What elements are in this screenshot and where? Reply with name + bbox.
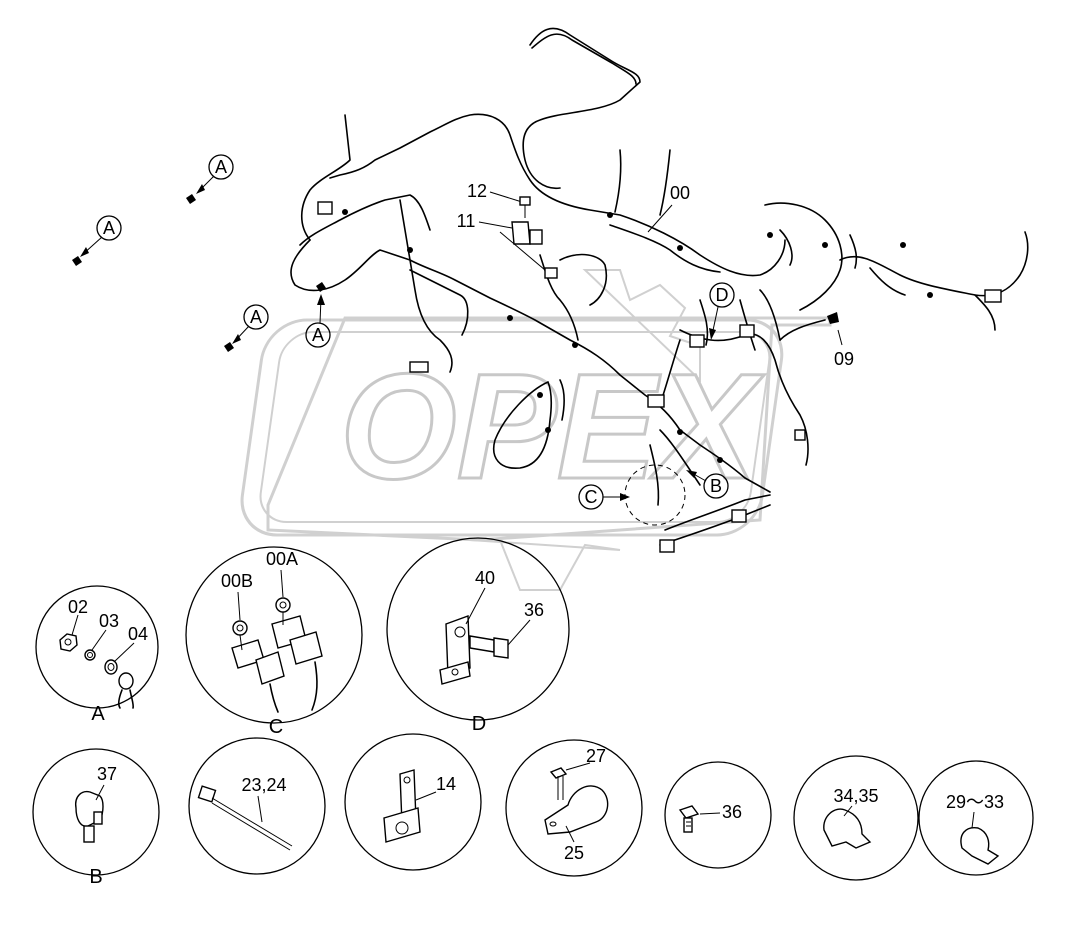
callout-a4-label: A <box>312 325 324 345</box>
watermark-text: OPEX <box>340 342 765 510</box>
part-label-11: 11 <box>457 211 546 271</box>
detail-a-label-04: 04 <box>128 624 148 644</box>
wiring-harness <box>290 27 1029 546</box>
callout-c: C <box>578 464 686 526</box>
callout-c-label: C <box>585 487 598 507</box>
detail-tie-label: 23,24 <box>241 775 286 795</box>
callout-a1: A <box>196 154 234 194</box>
callout-a3: A <box>232 304 269 344</box>
detail-a: 02 03 04 A <box>35 585 159 725</box>
svg-text:12: 12 <box>467 181 487 201</box>
callout-a1-label: A <box>215 157 227 177</box>
detail-a-label-03: 03 <box>99 611 119 631</box>
harness-connectors <box>317 201 1002 553</box>
loose-nuts <box>72 194 326 352</box>
detail-b-label-37: 37 <box>97 764 117 784</box>
detail-clamp3-label: 29～33 <box>946 792 1004 812</box>
callout-a4: A <box>305 294 331 348</box>
callout-b-label: B <box>710 476 722 496</box>
detail-a-caption: A <box>91 703 105 725</box>
detail-c: 00B 00A C <box>185 546 363 738</box>
callout-a2: A <box>80 215 122 257</box>
callout-a3-label: A <box>250 307 262 327</box>
detail-bracket-label: 14 <box>436 774 456 794</box>
detail-clamp2-label: 34,35 <box>833 786 878 806</box>
detail-d: 40 36 D <box>386 537 570 735</box>
detail-c-caption: C <box>269 716 283 738</box>
detail-c-label-00b: 00B <box>221 571 253 591</box>
callout-b: B <box>686 470 729 499</box>
detail-d-label-36: 36 <box>524 600 544 620</box>
detail-c-label-00a: 00A <box>266 549 298 569</box>
detail-bolt: 36 <box>664 761 772 869</box>
detail-bracket: 14 <box>344 733 482 871</box>
detail-d-label-40: 40 <box>475 568 495 588</box>
watermark: OPEX <box>240 269 832 591</box>
detail-clamp3: 29～33 <box>918 760 1034 876</box>
callout-a2-label: A <box>103 218 115 238</box>
detail-clamp2: 34,35 <box>793 755 919 881</box>
part-label-00: 00 <box>647 183 690 233</box>
detail-b-caption: B <box>89 866 102 888</box>
svg-text:00: 00 <box>670 183 690 203</box>
detail-a-label-02: 02 <box>68 597 88 617</box>
callout-d-label: D <box>716 285 729 305</box>
detail-clamp: 27 25 <box>505 739 643 877</box>
detail-clamp-label-25: 25 <box>564 843 584 863</box>
detail-clamp-label-27: 27 <box>586 746 606 766</box>
detail-d-caption: D <box>472 713 486 735</box>
detail-bolt-label: 36 <box>722 802 742 822</box>
part-label-09: 09 <box>827 312 854 369</box>
svg-text:09: 09 <box>834 349 854 369</box>
svg-text:11: 11 <box>457 211 476 231</box>
part-label-12: 12 <box>467 181 531 218</box>
callout-d: D <box>709 282 735 340</box>
detail-cable-tie: 23,24 <box>188 737 326 875</box>
detail-b: 37 B <box>32 748 160 888</box>
